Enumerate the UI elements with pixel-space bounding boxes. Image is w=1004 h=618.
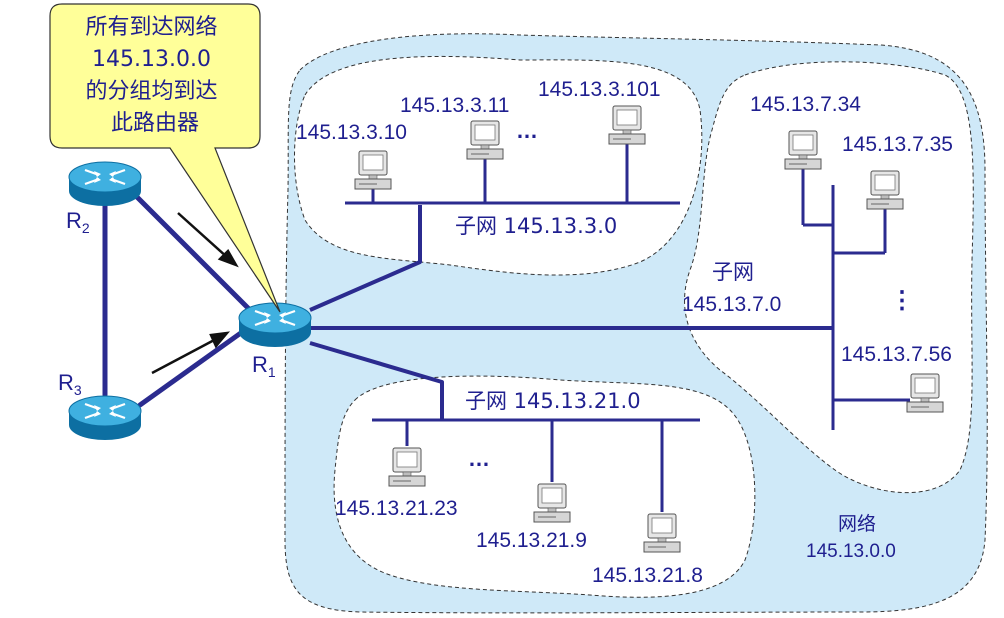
router-r3-label: R3: [58, 370, 82, 398]
callout-line-1: 所有到达网络: [85, 15, 217, 40]
subnet-7-bus: [801, 168, 910, 430]
host-label-21-9: 145.13.21.9: [476, 529, 587, 552]
subnet-3-area: [294, 55, 703, 276]
callout-box: [49, 3, 281, 313]
router-r3-icon: [67, 394, 143, 442]
pc-icon: [388, 447, 426, 487]
arrow-from-r3: [151, 336, 219, 375]
callout-line-2: 145.13.0.0: [92, 47, 211, 72]
link-r3-r1: [137, 327, 248, 408]
subnet-21-bus: [372, 418, 700, 512]
pc-icon: [643, 513, 681, 553]
link-r1-subnet21: [309, 341, 444, 420]
pc-icon: [784, 130, 822, 170]
router-links: [102, 192, 253, 408]
callout-line-4: 此路由器: [111, 111, 199, 136]
host-label-21-8: 145.13.21.8: [592, 564, 703, 587]
subnet-21-label: 子网 145.13.21.0: [465, 389, 641, 413]
callout-line-3: 的分组均到达: [85, 79, 217, 104]
link-r2-r1: [132, 192, 253, 313]
host-label-3-101: 145.13.3.101: [538, 78, 661, 101]
router-r2-icon: [67, 160, 143, 208]
host-label-7-35: 145.13.7.35: [842, 133, 953, 156]
network-label-line1: 网络: [838, 513, 876, 535]
router-r2-label: R2: [66, 208, 90, 236]
host-label-7-56: 145.13.7.56: [841, 343, 952, 366]
pc-icon: [466, 120, 504, 160]
host-label-7-34: 145.13.7.34: [750, 93, 861, 116]
flow-arrows: [151, 212, 239, 375]
subnet-21-ellipsis: …: [468, 446, 490, 471]
subnet-3-bus: [345, 143, 680, 205]
pc-icon: [354, 150, 392, 190]
router-r1-icon: [237, 301, 313, 349]
pc-icon: [866, 170, 904, 210]
callout-text: 所有到达网络 145.13.0.0 的分组均到达 此路由器: [85, 15, 224, 136]
network-label-line2: 145.13.0.0: [806, 541, 896, 562]
host-label-3-10: 145.13.3.10: [296, 121, 407, 144]
arrow-from-r2: [177, 212, 229, 259]
subnet-7-label-line2: 145.13.7.0: [682, 293, 781, 316]
subnet-links: [309, 205, 833, 420]
pc-icon: [906, 373, 944, 413]
router-r1-label: R1: [252, 352, 276, 380]
subnet-7-ellipsis: ⋮: [890, 287, 914, 314]
pc-icon: [608, 105, 646, 145]
subnet-7-label-line1: 子网: [712, 260, 754, 284]
subnet-3-ellipsis: …: [516, 118, 538, 143]
pc-icon: [533, 483, 571, 523]
subnet-3-label: 子网 145.13.3.0: [455, 214, 617, 238]
link-r1-subnet3: [309, 205, 422, 312]
host-label-21-23: 145.13.21.23: [335, 497, 458, 520]
subnet-7-area: [684, 61, 974, 494]
host-label-3-11: 145.13.3.11: [400, 94, 509, 117]
